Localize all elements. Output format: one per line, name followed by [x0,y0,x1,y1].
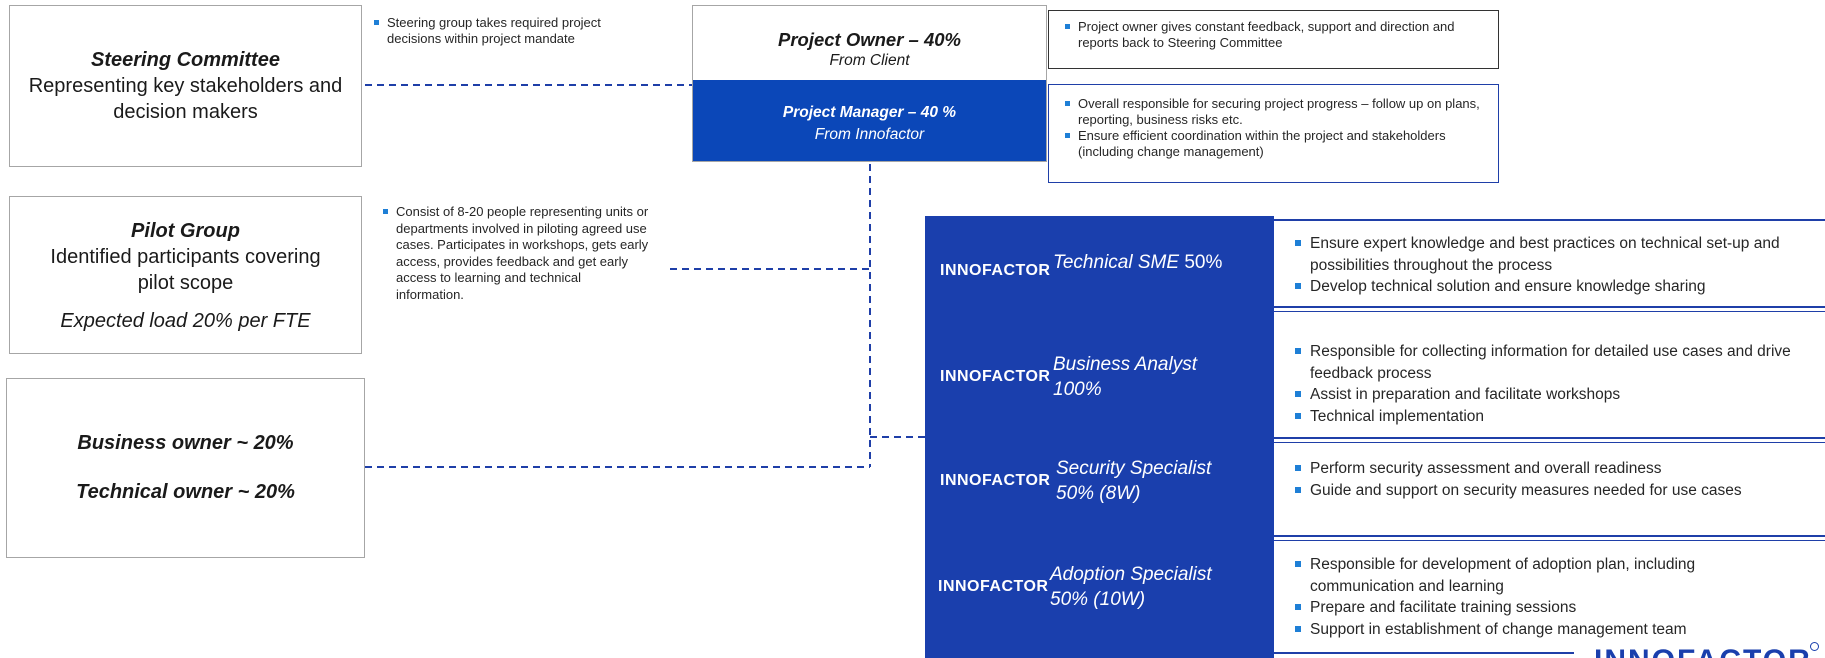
team-row-security-specialist: INNOFACTOR Security Specialist 50% (8W) [925,455,1274,507]
security-specialist-bullets: Perform security assessment and overall … [1293,458,1818,501]
project-owner-title: Project Owner – 40% [777,29,962,50]
innofactor-logo: INNOFACTOR [940,472,1051,489]
team-pct: 50% (10W) [1050,589,1146,610]
security-specialist-bullet: Perform security assessment and overall … [1293,458,1818,480]
pilot-group-box: Pilot Group Identified participants cove… [9,196,362,354]
team-separator [1274,442,1825,443]
business-analyst-bullet: Assist in preparation and facilitate wor… [1293,384,1818,406]
technical-sme-bullet: Ensure expert knowledge and best practic… [1293,233,1813,276]
innofactor-logo: INNOFACTOR [940,368,1051,385]
project-manager-bullets-box [1048,84,1499,183]
business-analyst-bullet: Technical implementation [1293,406,1818,428]
registered-mark-icon [1810,642,1819,651]
team-role-adoption-specialist: Adoption Specialist 50% (10W) [1050,562,1212,612]
corner-logo: INNOFACTOR [1594,646,1825,658]
team-pct: 50% (8W) [1056,483,1141,504]
project-owner-bullet: Project owner gives constant feedback, s… [1064,19,1484,51]
team-separator [1274,311,1825,312]
pilot-bullets: Consist of 8-20 people representing unit… [382,204,652,303]
steering-bullet: Steering group takes required project de… [373,15,653,47]
team-separator [1274,437,1825,439]
team-role-security-specialist: Security Specialist 50% (8W) [1053,456,1211,506]
pilot-title: Pilot Group [131,219,240,242]
team-role: Business Analyst [1053,354,1197,375]
adoption-specialist-bullet: Prepare and facilitate training sessions [1293,597,1793,619]
team-separator [1274,306,1825,308]
adoption-specialist-bullet: Responsible for development of adoption … [1293,554,1793,597]
innofactor-logo: INNOFACTOR [938,578,1049,595]
team-panel [925,216,1274,658]
adoption-specialist-bullet: Support in establishment of change manag… [1293,619,1793,641]
innofactor-logo: INNOFACTOR [940,262,1051,279]
team-separator [1274,540,1825,541]
project-owner-sub: From Client [829,52,910,69]
technical-sme-bullets: Ensure expert knowledge and best practic… [1293,233,1813,298]
technical-owner: Technical owner ~ 20% [76,481,295,503]
pilot-bullet: Consist of 8-20 people representing unit… [382,204,652,303]
team-role: Security Specialist [1056,458,1212,479]
project-owner-bullets: Project owner gives constant feedback, s… [1064,19,1484,51]
team-pct: 50% [1184,251,1223,273]
adoption-specialist-bullets: Responsible for development of adoption … [1293,554,1793,640]
team-row-adoption-specialist: INNOFACTOR Adoption Specialist 50% (10W) [925,561,1274,613]
pilot-load: Expected load 20% per FTE [60,309,311,332]
business-analyst-bullets: Responsible for collecting information f… [1293,341,1818,427]
project-manager-bullet: Ensure efficient coordination within the… [1064,128,1484,160]
team-row-business-analyst: INNOFACTOR Business Analyst 100% [925,351,1274,403]
pilot-desc: Identified participants covering pilot s… [50,245,321,294]
corner-logo-text: INNOFACTOR [1594,646,1825,658]
team-separator [1274,535,1825,537]
team-bottom-line [1274,652,1574,654]
steering-title: Steering Committee [91,49,280,71]
team-top-line [1274,219,1825,221]
project-manager-title: Project Manager – 40 % [782,104,957,121]
team-pct: 100% [1053,379,1102,400]
business-owner: Business owner ~ 20% [77,432,294,454]
project-manager-sub: From Innofactor [814,126,925,143]
team-row-technical-sme: INNOFACTOR Technical SME 50% [925,237,1274,287]
steering-desc: Representing key stakeholders and decisi… [28,75,343,123]
technical-sme-bullet: Develop technical solution and ensure kn… [1293,276,1813,298]
steering-bullets: Steering group takes required project de… [373,15,653,47]
team-role: Technical SME [1053,251,1180,273]
steering-committee-box: Steering Committee Representing key stak… [9,5,362,167]
project-manager-bullets: Overall responsible for securing project… [1064,96,1484,160]
project-manager-box: Project Manager – 40 % From Innofactor [692,80,1047,162]
owners-box: Business owner ~ 20% Technical owner ~ 2… [6,378,365,558]
team-role: Adoption Specialist [1050,564,1212,585]
security-specialist-bullet: Guide and support on security measures n… [1293,480,1818,502]
business-analyst-bullet: Responsible for collecting information f… [1293,341,1818,384]
team-role-business-analyst: Business Analyst 100% [1053,352,1197,402]
project-owner-bullets-box [1048,10,1499,69]
project-owner-box: Project Owner – 40% From Client [692,5,1047,80]
project-manager-bullet: Overall responsible for securing project… [1064,96,1484,128]
team-role-technical-sme: Technical SME 50% [1053,250,1222,275]
